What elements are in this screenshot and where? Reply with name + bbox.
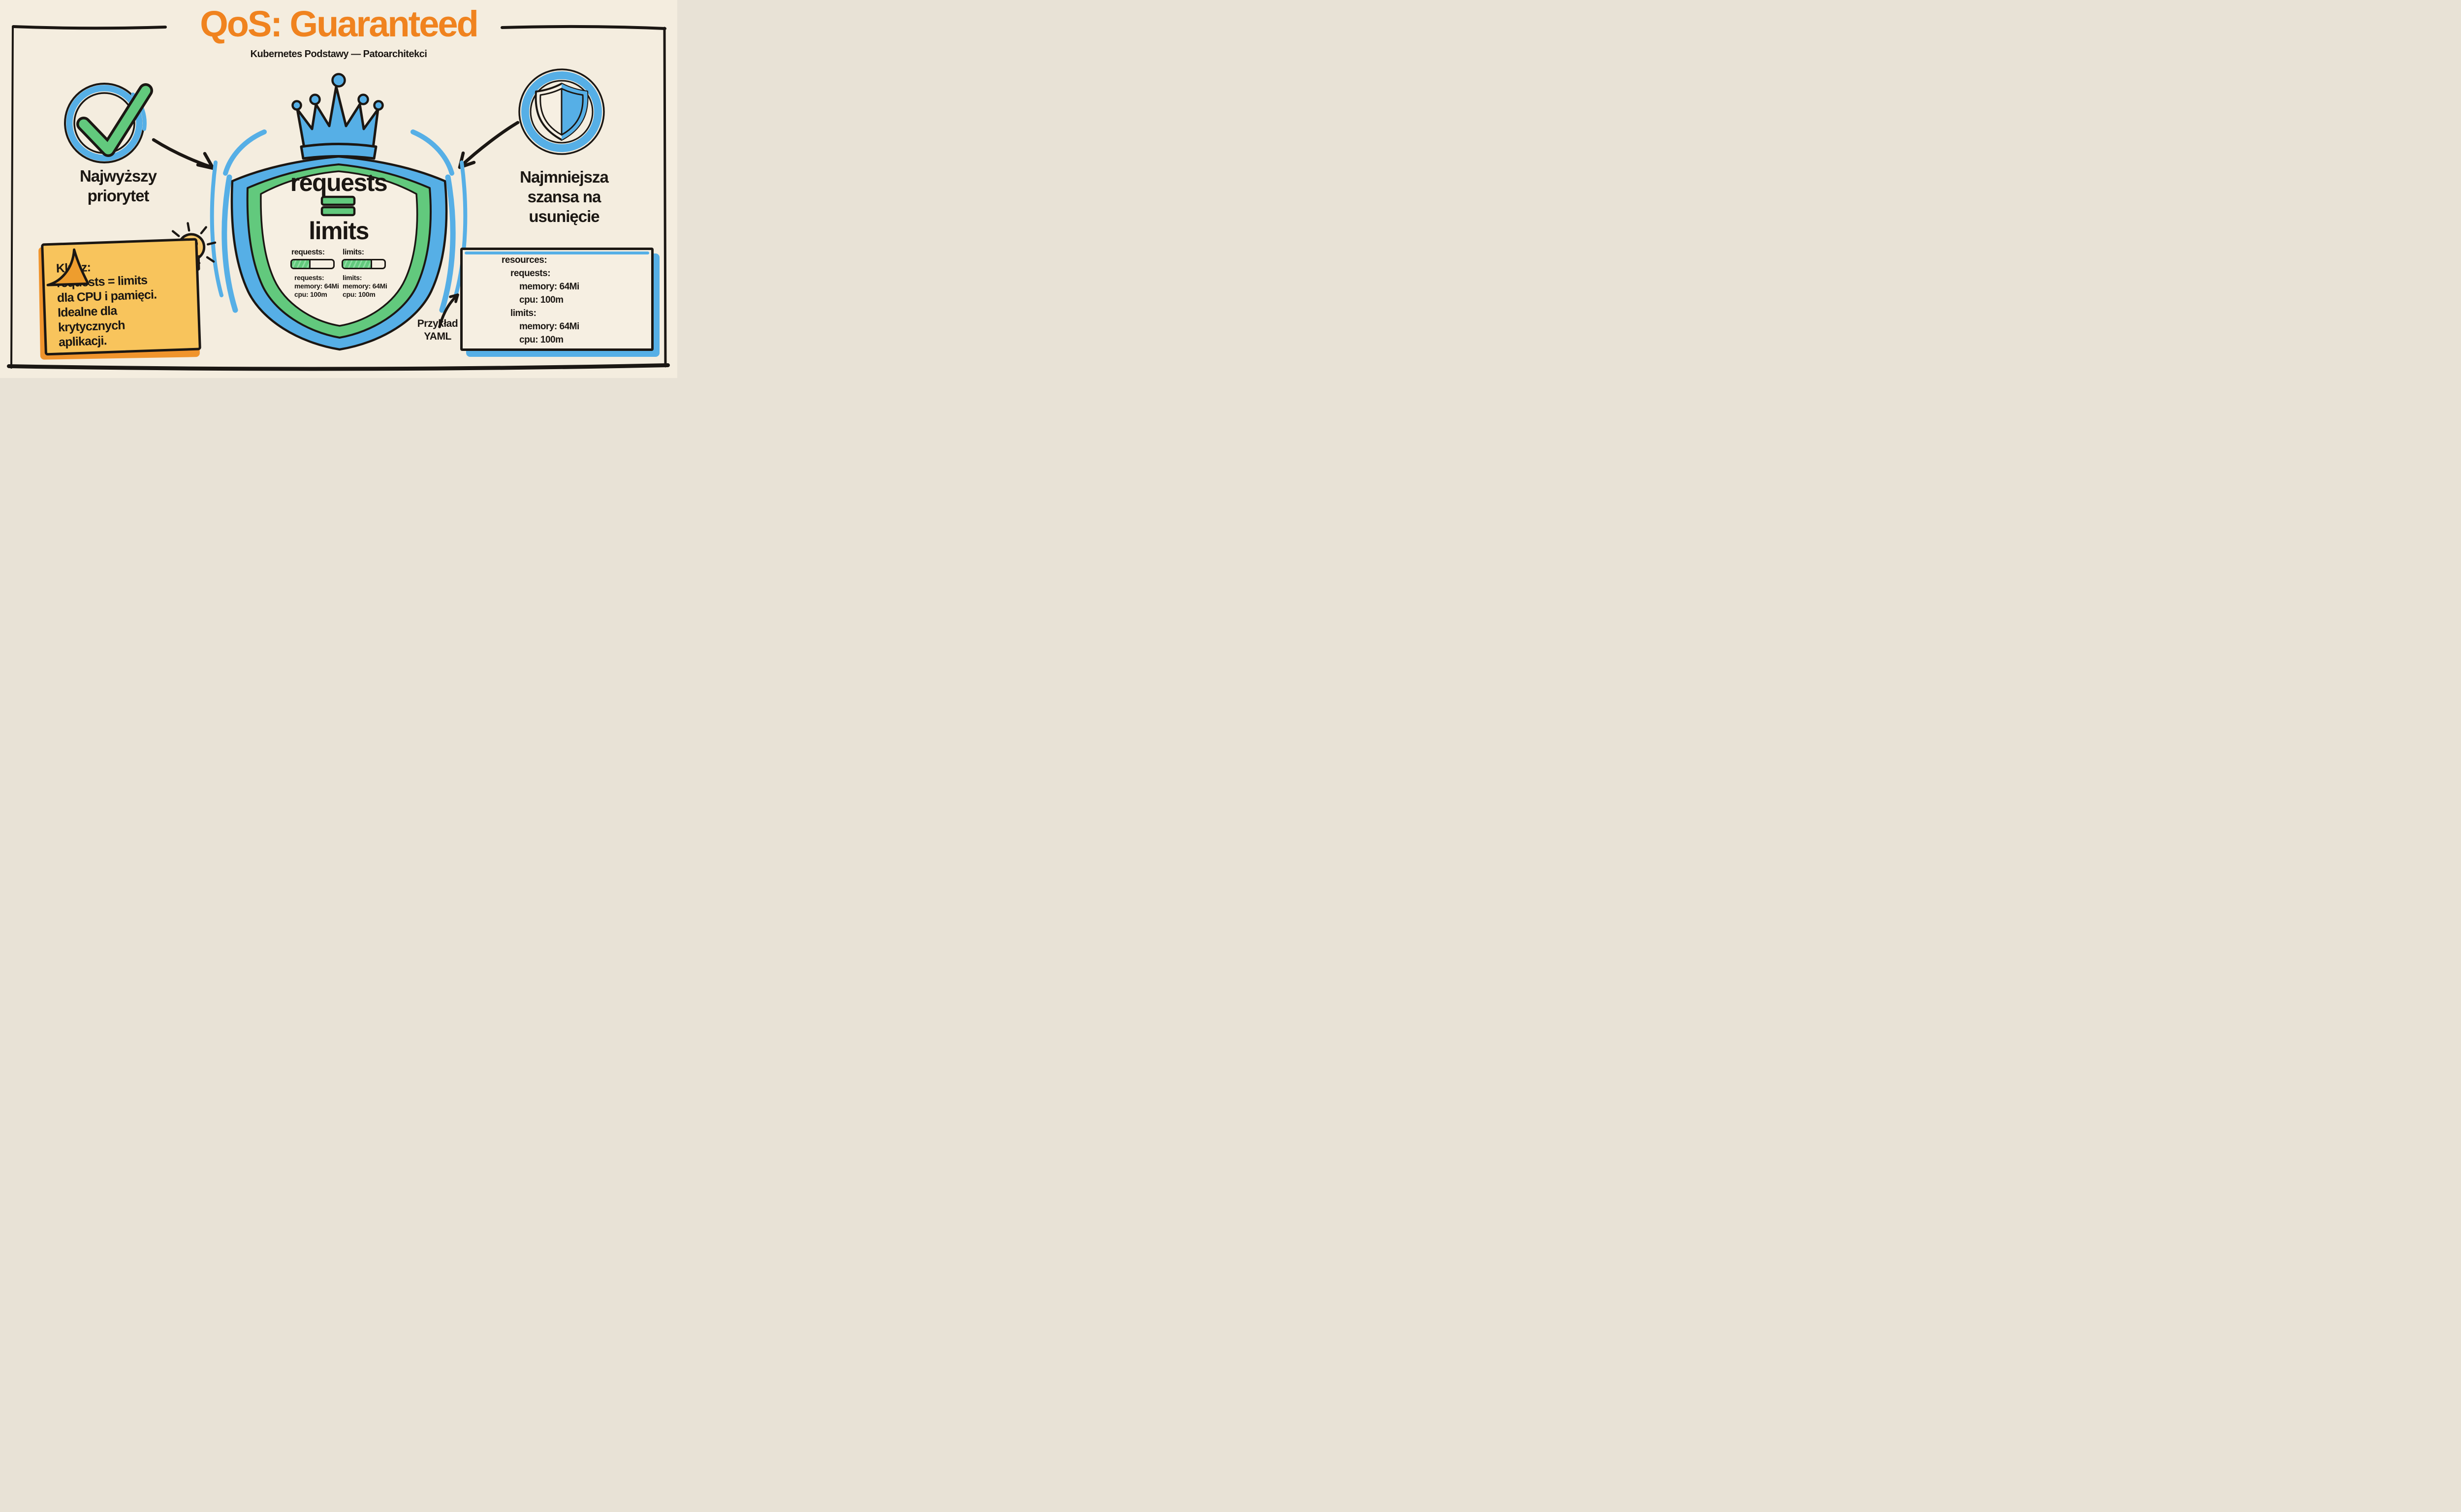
crown-icon: [291, 73, 384, 160]
right-arrow: [458, 121, 520, 169]
yaml-example-label-line: YAML: [424, 331, 451, 342]
equals-icon: [320, 195, 356, 206]
left-point-line: priorytet: [87, 187, 150, 205]
page-subtitle: Kubernetes Podstawy — Patoarchitekci: [250, 49, 427, 60]
right-point-label: Najmniejsza szansa na usunięcie: [485, 167, 643, 226]
requests-values-column: requests: memory: 64Mi cpu: 100m: [294, 274, 339, 299]
right-point-line: szansa na: [527, 188, 601, 206]
yaml-code-line: memory: 64Mi: [519, 282, 579, 292]
yaml-code-line: cpu: 100m: [519, 335, 564, 345]
limits-values-line: memory: 64Mi: [343, 282, 387, 290]
requests-values-line: memory: 64Mi: [294, 282, 339, 290]
yaml-code-line: limits:: [510, 308, 536, 318]
requests-values-line: requests:: [294, 274, 324, 282]
limits-values-column: limits: memory: 64Mi cpu: 100m: [343, 274, 387, 299]
note-fold-corner: [46, 248, 90, 286]
page-title: QoS: Guaranteed: [200, 3, 479, 44]
yaml-box-accent: [465, 252, 649, 254]
right-point-line: usunięcie: [529, 207, 599, 225]
shield-word-limits: limits: [309, 217, 369, 245]
yaml-code-line: resources:: [502, 255, 547, 265]
right-point-line: Najmniejsza: [520, 168, 609, 186]
shield-icon: [230, 155, 448, 351]
left-arrow: [152, 138, 215, 170]
limits-values-line: limits:: [343, 274, 362, 282]
shield-badge-icon: [518, 68, 605, 155]
yaml-code-line: requests:: [510, 268, 551, 279]
left-point-label: Najwyższy priorytet: [39, 166, 197, 206]
limits-bar-label: limits:: [343, 248, 364, 256]
shield-word-requests: requests: [290, 169, 388, 196]
yaml-box: [460, 248, 654, 351]
requests-usage-bar: [290, 259, 335, 269]
requests-values-line: cpu: 100m: [294, 290, 327, 298]
yaml-example-label-line: Przykład: [417, 318, 458, 329]
left-point-line: Najwyższy: [79, 167, 157, 185]
limits-usage-bar: [342, 259, 386, 269]
yaml-label-arrow: [438, 293, 459, 328]
yaml-code-line: cpu: 100m: [519, 295, 564, 305]
frame-border: [7, 25, 670, 371]
drawing-layer: [7, 25, 670, 371]
limits-usage-bar-fill: [343, 260, 373, 268]
limits-values-line: cpu: 100m: [343, 290, 376, 298]
yaml-example-label: Przykład YAML: [416, 317, 459, 343]
requests-usage-bar-fill: [292, 260, 311, 268]
requests-bar-label: requests:: [291, 248, 325, 256]
infographic-canvas: QoS: Guaranteed Kubernetes Podstawy — Pa…: [0, 0, 677, 378]
shield-speed-lines: [210, 129, 468, 313]
note-line: aplikacji.: [58, 334, 107, 349]
yaml-code: resources: requests: memory: 64Mi cpu: 1…: [502, 253, 579, 346]
sticky-note: Klucz: requests = limits dla CPU i pamię…: [41, 238, 201, 356]
yaml-code-line: memory: 64Mi: [519, 321, 579, 332]
check-circle-icon: [64, 83, 153, 163]
